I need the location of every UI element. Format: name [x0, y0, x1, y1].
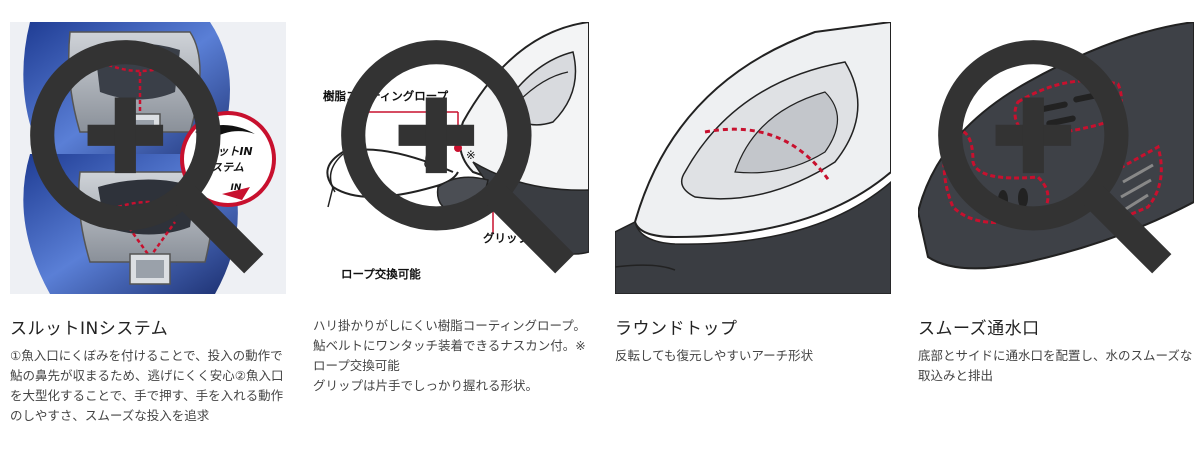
feature-description: 反転しても復元しやすいアーチ形状: [615, 348, 814, 363]
round-top-illustration: [615, 22, 891, 294]
zoom-in-icon[interactable]: [321, 22, 589, 294]
feature-image-rope[interactable]: 樹脂コーティングロープ ※ グリップ形状 ロープ交換可能: [313, 22, 589, 294]
label-note: ※: [466, 148, 476, 162]
label-rope-replace: ロープ交換可能: [341, 267, 421, 281]
feature-description: 底部とサイドに通水口を配置し、水のスムーズな取込みと排出: [918, 348, 1193, 383]
feature-card-rope: 樹脂コーティングロープ ※ グリップ形状 ロープ交換可能 ハリ掛かりがしにくい樹…: [313, 22, 589, 396]
feature-image-water-port[interactable]: [918, 22, 1194, 294]
feature-card-slut-in: スルットIN システム IN スルットINシステム ①魚入口にくぼみを付けること…: [10, 22, 286, 426]
feature-card-round-top: ラウンドトップ 反転しても復元しやすいアーチ形状: [615, 22, 891, 366]
feature-title: スルットINシステム: [10, 319, 169, 339]
feature-card-water-port: スムーズ通水口 底部とサイドに通水口を配置し、水のスムーズな取込みと排出: [918, 22, 1194, 386]
feature-image-round-top[interactable]: [615, 22, 891, 294]
feature-description: ①魚入口にくぼみを付けることで、投入の動作で鮎の鼻先が収まるため、逃げにくく安心…: [10, 348, 284, 423]
badge-text-3: IN: [231, 183, 242, 193]
feature-title: ラウンドトップ: [615, 319, 738, 339]
zoom-in-icon[interactable]: [10, 22, 286, 294]
zoom-in-icon[interactable]: [918, 22, 1194, 294]
feature-description: ハリ掛かりがしにくい樹脂コーティングロープ。 鮎ベルトにワンタッチ装着できるナス…: [313, 318, 586, 393]
feature-title: スムーズ通水口: [918, 319, 1040, 339]
feature-image-slut-in[interactable]: スルットIN システム IN: [10, 22, 286, 294]
